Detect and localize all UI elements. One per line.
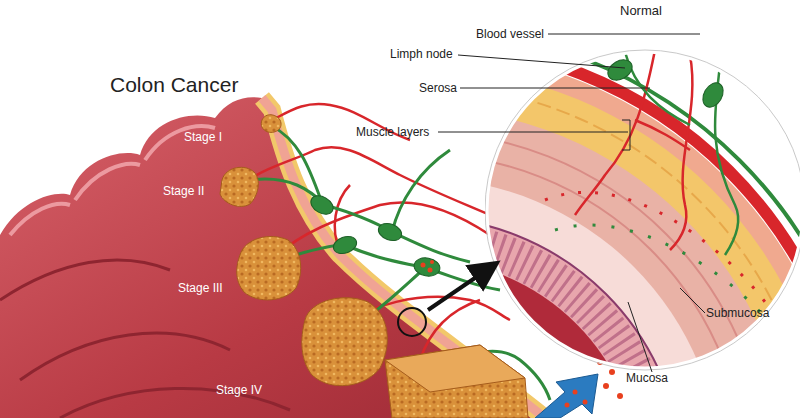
part-label: Submucosa bbox=[706, 306, 769, 320]
part-label: Limph node bbox=[390, 47, 453, 61]
stage-label: Stage IV bbox=[216, 383, 262, 397]
cancer-cells bbox=[421, 260, 435, 273]
tumours bbox=[220, 115, 528, 418]
inset-heading: Normal bbox=[620, 3, 662, 19]
stage-label: Stage III bbox=[178, 281, 223, 295]
part-label: Blood vessel bbox=[476, 27, 544, 41]
tumour-top-face bbox=[385, 345, 525, 392]
part-label: Serosa bbox=[419, 81, 457, 95]
colon-fold bbox=[20, 333, 230, 380]
metastasis-arrow bbox=[535, 374, 598, 418]
lymph-nodes bbox=[308, 192, 442, 278]
stage-label: Stage I bbox=[184, 130, 222, 144]
zoom-circle bbox=[398, 308, 426, 336]
stage-label: Stage II bbox=[163, 184, 204, 198]
zoom-arrow bbox=[428, 265, 494, 310]
diagram-title: Colon Cancer bbox=[110, 72, 238, 97]
colon-fold bbox=[0, 260, 170, 300]
colon-body bbox=[0, 97, 545, 418]
leader-lines bbox=[438, 34, 705, 372]
part-label: Muscle layers bbox=[356, 125, 429, 139]
part-label: Mucosa bbox=[626, 371, 668, 385]
